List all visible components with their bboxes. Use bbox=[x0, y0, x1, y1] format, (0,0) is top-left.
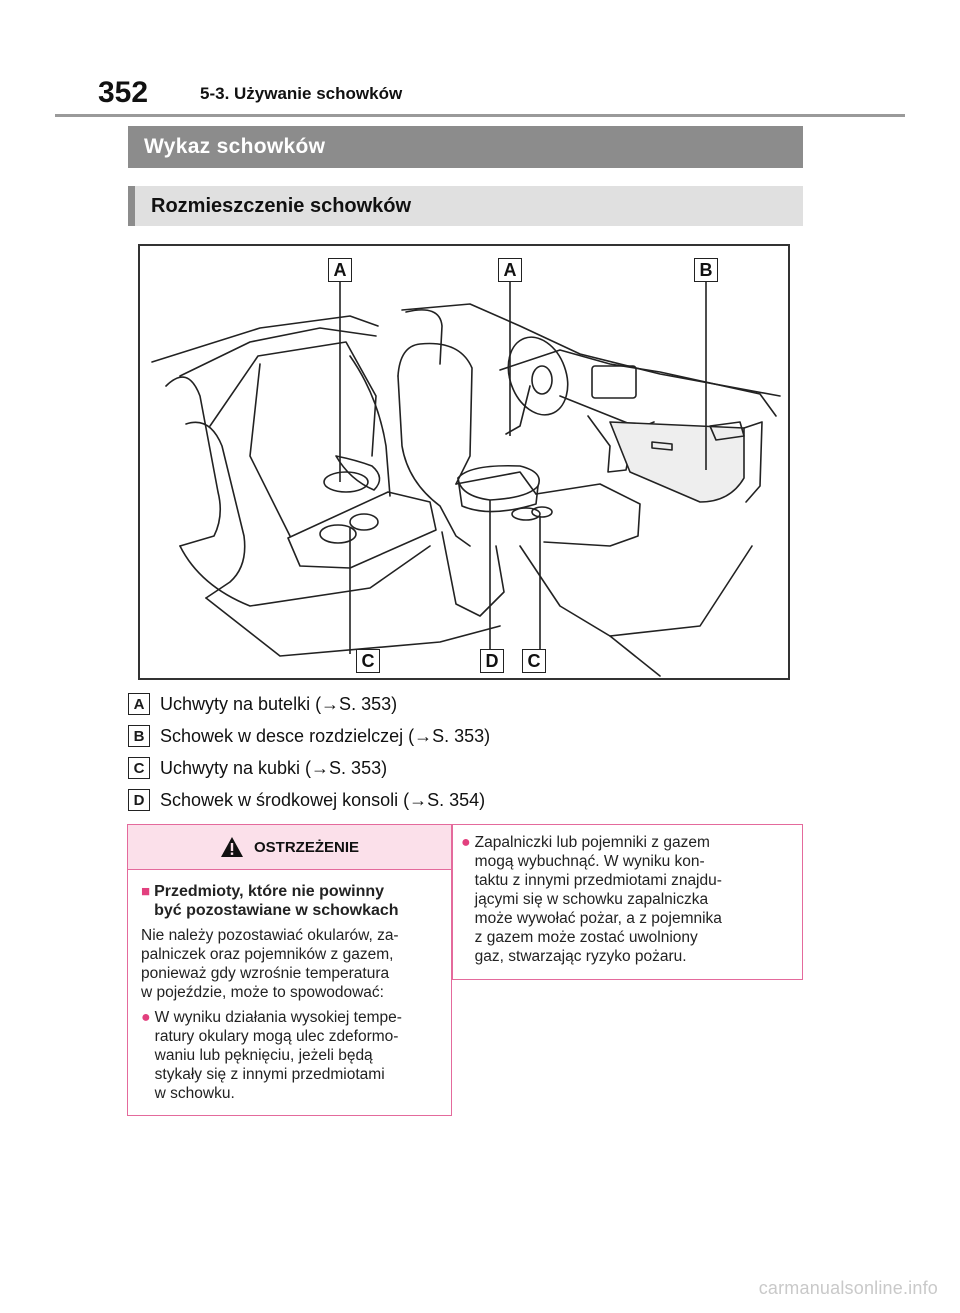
footer-watermark: carmanualsonline.info bbox=[758, 1278, 938, 1298]
legend-item: A Uchwyty na butelki (→S. 353) bbox=[128, 688, 788, 720]
callout-a-left: A bbox=[328, 258, 352, 282]
warning-bullet: ● Zapalniczki lub pojemniki z gazem mogą… bbox=[461, 833, 792, 966]
warning-triangle-icon bbox=[220, 837, 243, 857]
dot-bullet-icon: ● bbox=[141, 1009, 151, 1026]
text-line: Nie należy pozostawiać okularów, za- bbox=[141, 927, 399, 944]
legend-item: D Schowek w środkowej konsoli (→S. 354) bbox=[128, 784, 788, 816]
callout-d: D bbox=[480, 649, 504, 673]
text-line: palniczek oraz pojemników z gazem, bbox=[141, 946, 394, 963]
legend-letter: C bbox=[128, 757, 150, 779]
callout-b: B bbox=[694, 258, 718, 282]
warning-subheading: ■ Przedmioty, które nie powinny być pozo… bbox=[141, 882, 439, 920]
text-line: może wywołać pożar, a z pojemnika bbox=[474, 910, 722, 927]
section-path: 5-3. Używanie schowków bbox=[200, 84, 403, 103]
car-interior-illustration: A A B C D C bbox=[138, 244, 790, 680]
header-rule bbox=[55, 114, 905, 117]
square-bullet-icon: ■ bbox=[141, 883, 151, 900]
legend-letter: D bbox=[128, 789, 150, 811]
text-line: stykały się z innymi przedmiotami bbox=[154, 1066, 385, 1083]
legend-letter: A bbox=[128, 693, 150, 715]
text-line: gaz, stwarzając ryzyko pożaru. bbox=[474, 948, 687, 965]
text-line: taktu z innymi przedmiotami znajdu- bbox=[474, 872, 722, 889]
text-line: ponieważ gdy wzrośnie temperatura bbox=[141, 965, 390, 982]
warning-box-continued: ● Zapalniczki lub pojemniki z gazem mogą… bbox=[452, 824, 803, 980]
text-line: waniu lub pęknięciu, jeżeli będą bbox=[154, 1047, 373, 1064]
page-number: 352 bbox=[98, 76, 149, 109]
text-line: Zapalniczki lub pojemniki z gazem bbox=[474, 834, 710, 851]
text-line: mogą wybuchnąć. W wyniku kon- bbox=[474, 853, 705, 870]
callout-c-right: C bbox=[522, 649, 546, 673]
warning-box: OSTRZEŻENIE ■ Przedmioty, które nie powi… bbox=[127, 824, 452, 1116]
legend-text: Uchwyty na butelki (→S. 353) bbox=[160, 693, 398, 714]
legend-text: Schowek w desce rozdzielczej (→S. 353) bbox=[160, 725, 491, 746]
text-line: w pojeździe, może to spowodować: bbox=[141, 984, 384, 1001]
warning-bullet: ● W wyniku działania wysokiej tempe- rat… bbox=[141, 1008, 439, 1103]
legend-text: Schowek w środkowej konsoli (→S. 354) bbox=[160, 789, 486, 810]
warning-subheading-line: być pozostawiane w schowkach bbox=[154, 902, 399, 919]
warning-intro: Nie należy pozostawiać okularów, za- pal… bbox=[141, 926, 439, 1002]
callout-a-right: A bbox=[498, 258, 522, 282]
warning-body: ■ Przedmioty, które nie powinny być pozo… bbox=[128, 870, 451, 1103]
legend-letter: B bbox=[128, 725, 150, 747]
legend: A Uchwyty na butelki (→S. 353) B Schowek… bbox=[128, 688, 788, 816]
text-line: z gazem może zostać uwolniony bbox=[474, 929, 698, 946]
text-line: ratury okulary mogą ulec zdeformo- bbox=[154, 1028, 399, 1045]
sub-heading-text: Rozmieszczenie schowków bbox=[151, 194, 412, 217]
dot-bullet-icon: ● bbox=[461, 834, 471, 851]
warning-subheading-line: Przedmioty, które nie powinny bbox=[154, 883, 385, 900]
text-line: W wyniku działania wysokiej tempe- bbox=[154, 1009, 402, 1026]
sub-heading: Rozmieszczenie schowków bbox=[128, 186, 803, 226]
car-interior-drawing bbox=[151, 280, 781, 677]
callout-c-left: C bbox=[356, 649, 380, 673]
legend-item: B Schowek w desce rozdzielczej (→S. 353) bbox=[128, 720, 788, 752]
legend-text: Uchwyty na kubki (→S. 353) bbox=[160, 757, 388, 778]
warning-header: OSTRZEŻENIE bbox=[128, 825, 451, 870]
text-line: w schowku. bbox=[154, 1085, 235, 1102]
text-line: jącymi się w schowku zapalniczka bbox=[474, 891, 709, 908]
legend-item: C Uchwyty na kubki (→S. 353) bbox=[128, 752, 788, 784]
main-heading: Wykaz schowków bbox=[128, 126, 803, 168]
main-heading-text: Wykaz schowków bbox=[144, 135, 326, 158]
warning-title: OSTRZEŻENIE bbox=[253, 838, 359, 856]
